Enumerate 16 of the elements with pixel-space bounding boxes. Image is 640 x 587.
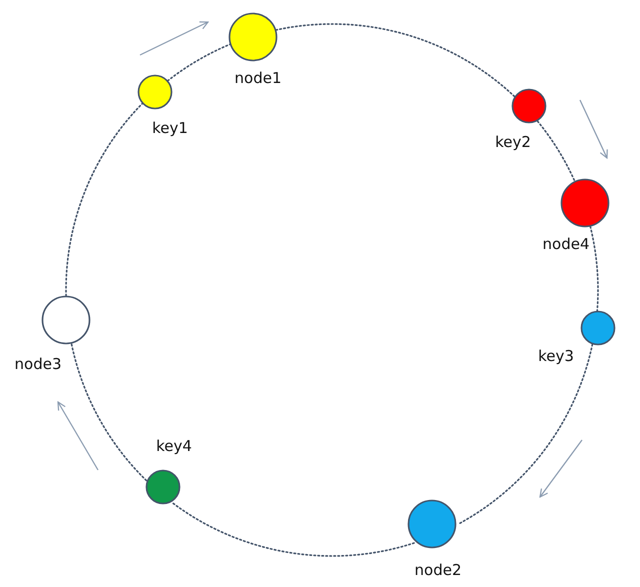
node-label: node3 (14, 355, 62, 373)
node-label: node1 (234, 69, 282, 87)
node-label: key3 (538, 347, 574, 365)
node-label: node4 (542, 235, 590, 253)
node-label: node2 (414, 561, 462, 579)
node-label: key2 (495, 133, 531, 151)
ring-segment (171, 502, 415, 557)
ring-segment (590, 226, 599, 312)
ring-segment (166, 43, 231, 82)
ring-segment (275, 23, 516, 98)
ring-segment (65, 102, 144, 297)
node-label: key1 (152, 119, 188, 137)
ring-segment (536, 120, 576, 182)
node-label: key4 (156, 437, 192, 455)
ring-segment (457, 344, 594, 525)
ring-segment (70, 342, 148, 482)
